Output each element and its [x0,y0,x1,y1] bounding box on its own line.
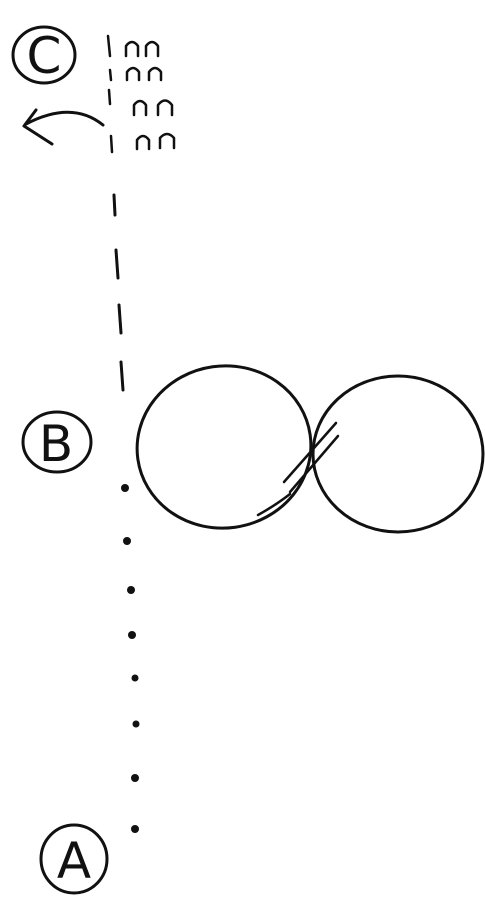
tally-arch [127,68,139,80]
path-dot [121,484,129,492]
label-c-text: C [27,27,62,85]
tally-stroke [110,70,111,80]
tally-stroke [108,36,110,56]
dashed-path [114,195,123,390]
path-dot [133,721,140,728]
curved-arrow-shaft [26,112,103,125]
tally-arch [160,134,174,148]
dash-segment [116,250,118,278]
dotted-path [121,484,140,833]
curved-arrow [24,110,103,144]
tally-stroke [111,136,112,152]
tally-arch [149,68,161,80]
tally-arch [134,101,146,115]
tally-arch [146,42,158,56]
tally-stroke [109,90,110,104]
dash-segment [119,305,121,333]
label-a: A [41,825,107,893]
path-dot [131,774,139,782]
tally-arch [126,42,138,56]
dash-segment [121,362,123,390]
tally-marks [108,36,174,152]
dash-segment [114,195,115,215]
right-loop [313,376,483,532]
path-dot [123,537,131,545]
left-loop [127,355,322,540]
path-dot [131,825,139,833]
label-b: B [23,412,91,473]
path-dot [127,586,135,594]
path-dot [128,631,136,639]
path-dot [132,675,139,682]
figure-eight [127,355,483,540]
label-c: C [13,27,75,85]
label-a-text: A [57,832,91,890]
label-b-text: B [39,415,73,473]
tally-arch [137,136,149,149]
tally-arch [158,101,172,116]
